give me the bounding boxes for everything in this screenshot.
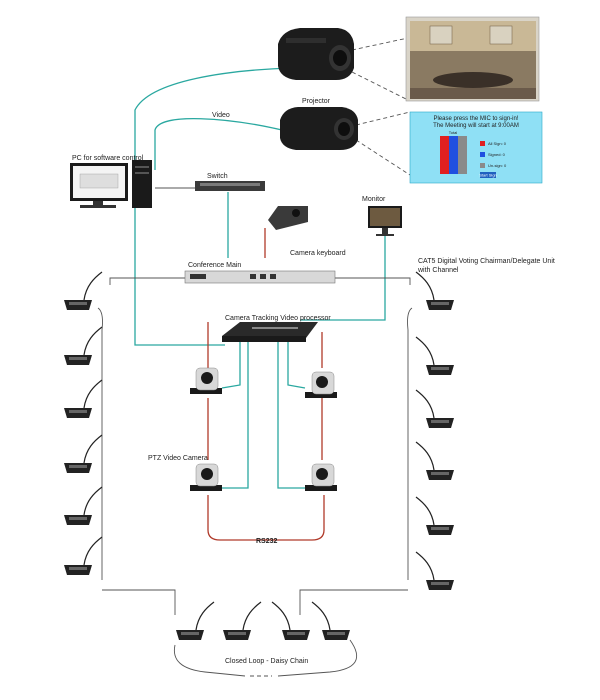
ptz-camera-1-icon [190,367,222,394]
delegate-units-bottom [176,601,350,640]
tracking-processor-icon [222,322,318,342]
delegate-unit-left-1 [64,271,103,310]
delegate-unit-right-4 [415,441,454,480]
conference-main-label: Conference Main [188,262,241,269]
vote-bar-header: Total [449,130,458,135]
vote-legend-2: Un-sign: 0 [488,163,507,168]
vote-line2: The Meeting will start at 9:00AM [433,123,519,129]
delegate-unit-left-2 [64,326,103,365]
vote-bar-signed [449,136,458,174]
ptz-camera-label: PTZ Video Camera [148,455,208,462]
vote-button-label: Start Sign [479,173,497,178]
delegate-unit-bottom-4 [311,601,350,640]
tracking-processor-label: Camera Tracking Video processor [225,315,331,322]
red-cables [207,228,325,541]
delegate-unit-right-5 [415,496,454,535]
vote-bar-all [440,136,449,174]
dark-cables [97,37,413,677]
switch-label: Switch [207,173,228,180]
delegate-unit-right-6 [415,551,454,590]
delegate-unit-left-4 [64,434,103,473]
monitor-label: Monitor [362,196,386,203]
vote-legend-0: All Sign: 0 [488,141,507,146]
projector-label: Projector [302,98,331,105]
rs232-label: RS232 [256,538,278,545]
delegate-unit-left-3 [64,379,103,418]
delegate-unit-right-2 [415,336,454,375]
delegate-units-right [415,271,454,590]
screen-vote: Please press the MIC to sign-in! The Mee… [409,111,543,184]
camera-keyboard-label: Camera keyboard [290,250,346,257]
delegate-unit-left-6 [64,536,103,575]
conference-main-icon [184,270,336,284]
pc-icon [70,160,152,208]
vote-start-button [480,172,496,178]
projector-top-icon [278,28,354,80]
vote-legend-1: Signed: 0 [488,152,506,157]
switch-icon [195,181,265,191]
delegate-unit-bottom-2 [223,601,262,640]
delegate-units-left [64,271,103,575]
delegate-unit-label-line2: with Channel [417,267,459,274]
delegate-unit-right-3 [415,389,454,428]
vote-line1: Please press the MIC to sign-in! [433,116,518,122]
camera-keyboard-icon [268,206,308,230]
vote-bar-unsigned [458,136,467,174]
pc-label: PC for software control [72,155,144,162]
delegate-unit-bottom-3 [271,601,310,640]
projector-bottom-icon [280,107,358,150]
delegate-unit-label-line1: CAT5 Digital Voting Chairman/Delegate Un… [418,258,555,265]
video-label: Video [212,112,230,119]
delegate-unit-right-1 [415,271,454,310]
delegate-unit-left-5 [64,486,103,525]
screen-meeting-room [405,16,540,102]
monitor-icon [368,206,402,236]
ptz-camera-3-icon [190,463,222,491]
ptz-camera-2-icon [305,371,337,398]
closed-loop-label: Closed Loop - Daisy Chain [225,658,308,665]
delegate-unit-bottom-1 [176,601,215,640]
ptz-camera-4-icon [305,463,337,491]
teal-cables [134,67,386,489]
